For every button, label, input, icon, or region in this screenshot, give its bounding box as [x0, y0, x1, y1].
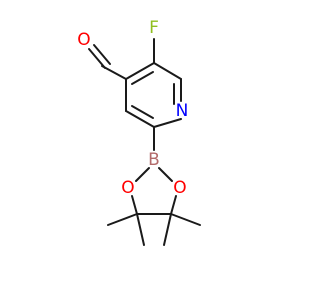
atom-label-aldehyde-oxygen: O	[77, 30, 90, 50]
bond-b-o-left	[135, 167, 150, 182]
bond-methyl-3	[170, 213, 201, 226]
molecule-structure: F O N B O O	[77, 18, 201, 246]
bond-c6-c5	[125, 110, 155, 128]
bond-n-c6	[153, 118, 182, 128]
atom-label-nitrogen: N	[176, 101, 189, 121]
atom-label-oxygen-left: O	[121, 178, 134, 198]
bond-c4-c3-inner	[131, 71, 154, 85]
atom-label-fluorine: F	[149, 18, 159, 38]
bond-cho-double-a	[93, 44, 111, 65]
bond-methyl-2	[136, 213, 145, 246]
atom-label-oxygen-right: O	[173, 178, 186, 198]
bond-o-right-c	[170, 195, 177, 215]
bond-cho-double-b	[88, 48, 106, 69]
bond-methyl-1	[107, 213, 138, 226]
bond-o-left-c	[131, 195, 138, 215]
bond-c4-c3	[125, 62, 155, 80]
bond-b-o-right	[158, 167, 173, 182]
atom-label-boron: B	[148, 150, 160, 170]
bond-c3-c2	[153, 62, 182, 80]
bond-methyl-4	[163, 213, 172, 246]
bond-c6-c5-inner	[131, 105, 154, 119]
bond-cho-ring	[101, 65, 127, 80]
